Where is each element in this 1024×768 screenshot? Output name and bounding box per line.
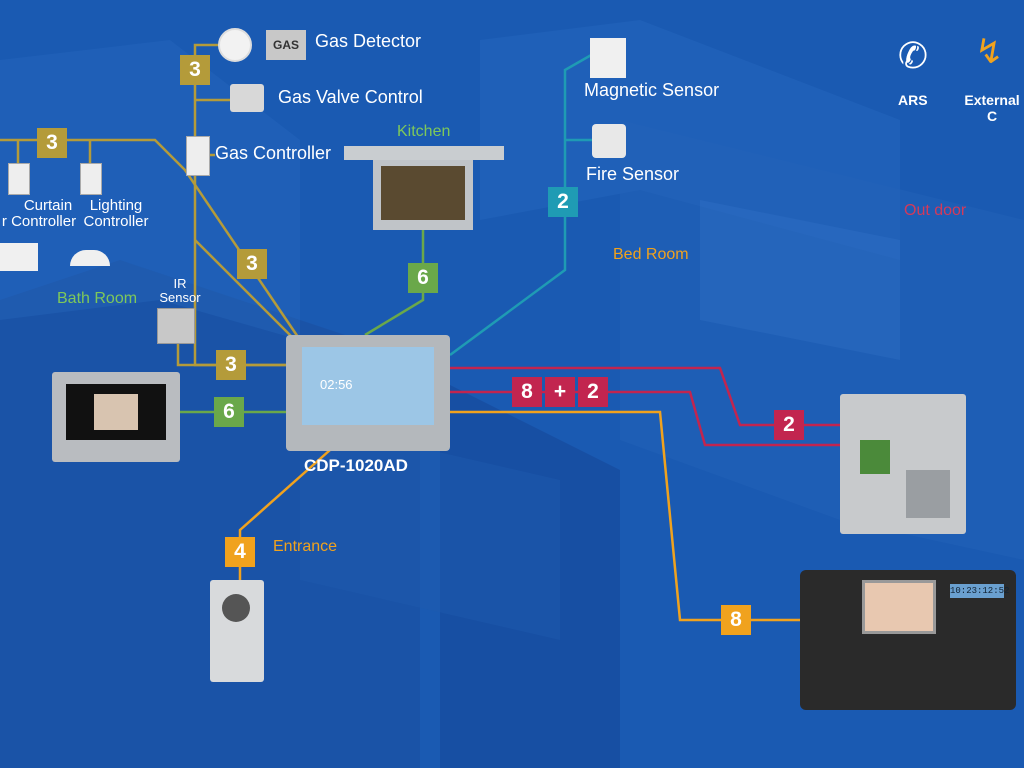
phone-display: 10:23:12:52 [950, 584, 1010, 598]
lighting-controller-label: Lighting Controller [78, 198, 154, 230]
phone-screen [862, 580, 936, 634]
sub-monitor-screen [66, 384, 166, 440]
gas-tag: GAS [266, 30, 306, 60]
lighting-line1: Lighting [89, 197, 143, 214]
sub-monitor-photo [94, 394, 138, 430]
sub-monitor-device [52, 372, 180, 462]
ir-line1: IR [173, 276, 187, 291]
gas-controller-icon [186, 136, 210, 176]
wire-sensors [449, 48, 601, 357]
main-monitor-device: 02:56 [286, 335, 450, 451]
magnetic-sensor-icon [590, 38, 626, 78]
door-station-camera [222, 594, 250, 622]
main-monitor-label: CDP-1020AD [304, 456, 408, 475]
out-door-label: Out door [904, 202, 967, 219]
kitchen-hood [344, 146, 504, 160]
wire-ir [176, 340, 300, 367]
badge-wire-2: 2 [578, 377, 608, 407]
lighting-line2: Controller [83, 213, 149, 230]
bath-room-label: Bath Room [57, 290, 138, 307]
magnetic-sensor-label: Magnetic Sensor [584, 80, 720, 100]
badge-phone: 8 [721, 605, 751, 635]
kitchen-monitor [373, 160, 473, 230]
curtain-controller-icon [8, 163, 30, 195]
lobby-keypad [906, 470, 950, 518]
main-monitor-screen[interactable]: 02:56 [302, 347, 434, 425]
badge-controllers: 3 [37, 128, 67, 158]
lighting-controller-icon [80, 163, 102, 195]
badge-sensors: 2 [548, 187, 578, 217]
wire-kitchen [364, 230, 425, 337]
curtain-line2: r Controller [1, 213, 77, 230]
curtain-line1: Curtain [23, 197, 73, 214]
gas-valve-icon [230, 84, 264, 112]
badge-lobby: 2 [774, 410, 804, 440]
badge-gas: 3 [180, 55, 210, 85]
badge-kitchen: 6 [408, 263, 438, 293]
ir-sensor-icon [157, 308, 195, 344]
external-lightning-icon: ↯ [975, 33, 1004, 71]
badge-entrance: 4 [225, 537, 255, 567]
gas-detector-device [218, 28, 262, 62]
wire-gas-line [194, 239, 301, 346]
gas-controller-label: Gas Controller [215, 143, 332, 163]
entrance-label: Entrance [273, 538, 338, 555]
bed-room-label: Bed Room [613, 246, 689, 263]
ars-icon: ✆ [897, 35, 929, 76]
external-label: External C [964, 92, 1020, 124]
badge-ir: 3 [216, 350, 246, 380]
fire-sensor-label: Fire Sensor [586, 164, 680, 184]
wire-controllers [0, 138, 302, 341]
main-monitor-time: 02:56 [320, 377, 353, 392]
kitchen-monitor-screen [381, 166, 465, 220]
badge-gas-line: 3 [237, 249, 267, 279]
ir-line2: Sensor [159, 290, 201, 305]
entrance-door-station [210, 580, 264, 682]
ir-sensor-label: IR Sensor [155, 277, 205, 305]
desk-phone-device: 10:23:12:52 [800, 570, 1016, 710]
gas-detector-label: Gas Detector [315, 31, 422, 51]
badge-wire-8: 8 [512, 377, 542, 407]
curtain-controller-label: Curtain r Controller [0, 198, 78, 230]
gas-detector-icon [218, 28, 252, 62]
ars-label: ARS [898, 92, 928, 108]
lobby-panel-device [840, 394, 966, 534]
lamp-icon [70, 250, 110, 266]
kitchen-label: Kitchen [397, 123, 451, 140]
badge-wire-plus: + [545, 377, 575, 407]
curtain-icon [0, 243, 38, 271]
lobby-panel-lcd [860, 440, 890, 474]
gas-valve-control-label: Gas Valve Control [278, 87, 423, 107]
fire-sensor-icon [592, 124, 626, 158]
badge-sub-monitor: 6 [214, 397, 244, 427]
wire-phone [450, 410, 800, 622]
